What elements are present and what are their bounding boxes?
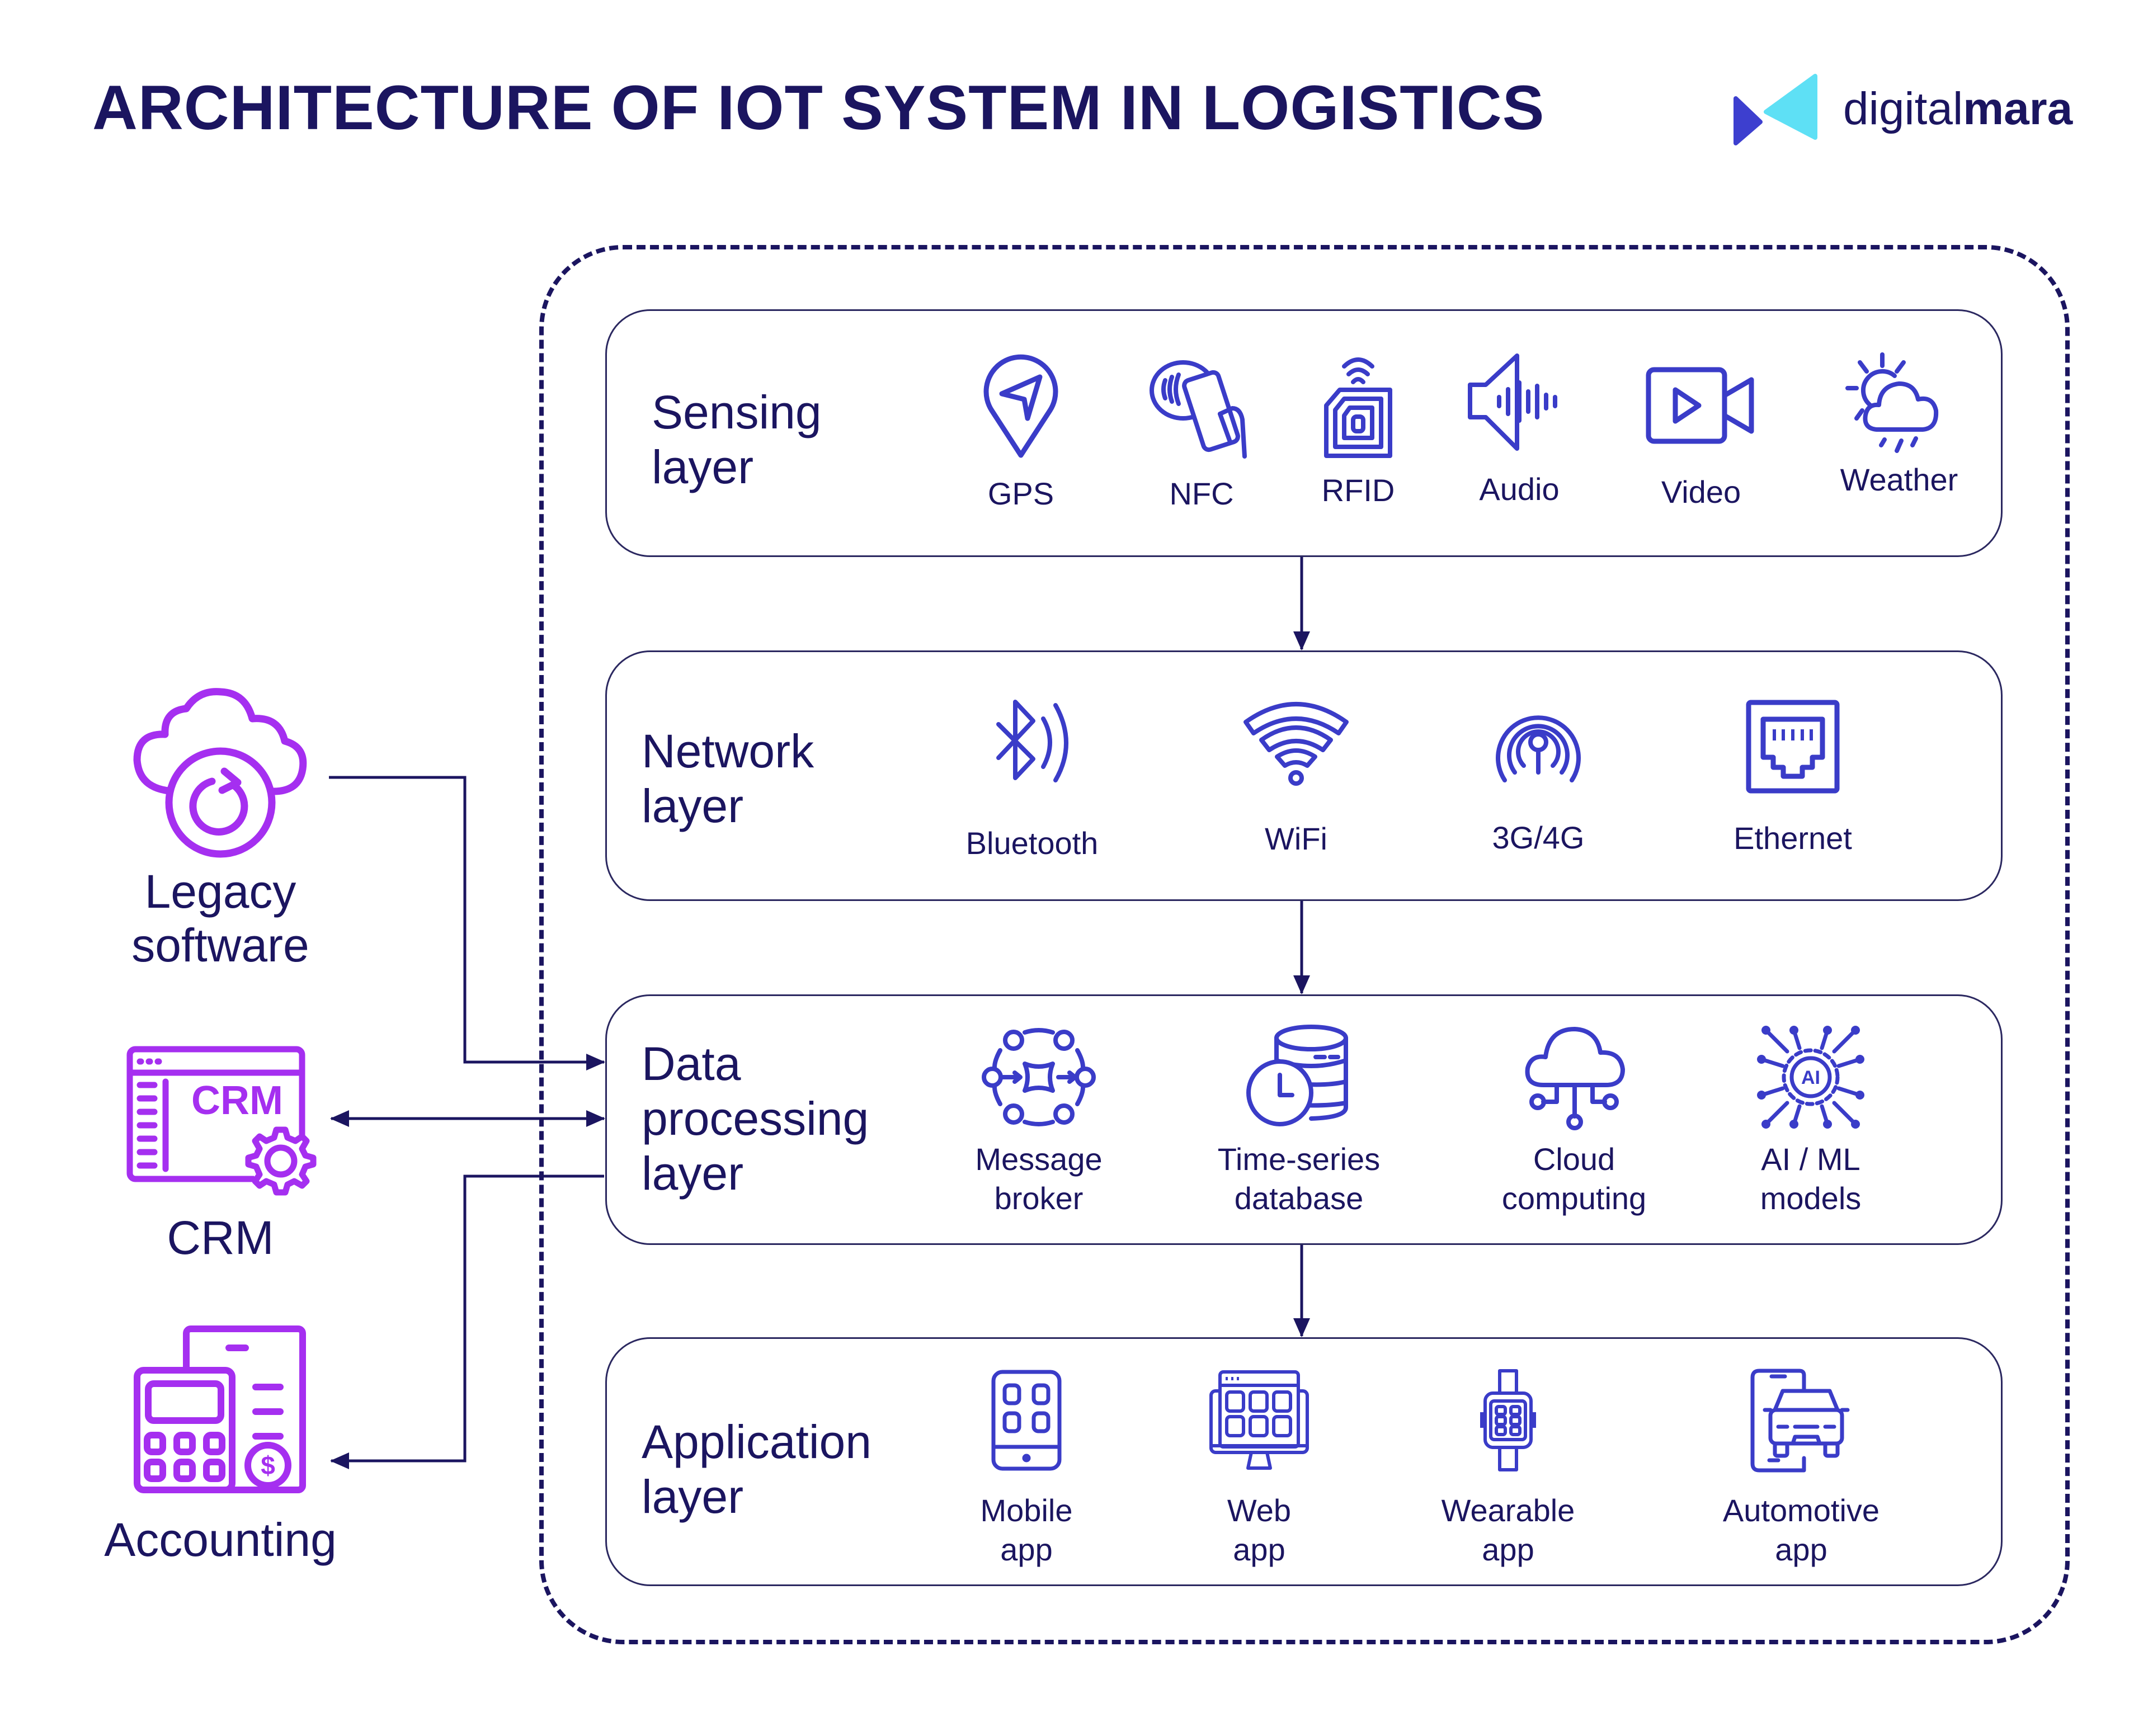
data-item-cloud-computing: Cloud computing [1457, 1023, 1692, 1218]
audio-icon [1468, 353, 1557, 451]
weather-icon [1845, 352, 1939, 453]
layer-label-line: Network [642, 725, 814, 777]
item-label: 3G/4G [1492, 820, 1585, 855]
external-label: software [131, 919, 309, 971]
item-label: Ethernet [1734, 820, 1852, 856]
crm-icon-text: CRM [191, 1078, 283, 1123]
time-series-database-icon [1246, 1025, 1348, 1126]
layer-label-line: layer [652, 441, 754, 493]
item-label: models [1760, 1181, 1862, 1216]
layer-label-line: Sensing [652, 386, 822, 438]
app-item-mobile: Mobile app [909, 1369, 1144, 1569]
automotive-app-icon [1750, 1369, 1850, 1473]
web-app-icon [1209, 1370, 1309, 1470]
ethernet-icon [1746, 700, 1840, 794]
logo-text-light: digital [1843, 83, 1963, 134]
svg-text:$: $ [261, 1451, 275, 1480]
item-label: Message [975, 1141, 1103, 1177]
nfc-icon [1150, 360, 1247, 459]
network-item-ethernet: Ethernet [1675, 699, 1910, 858]
external-label: CRM [167, 1211, 274, 1264]
item-label: computing [1501, 1181, 1647, 1216]
external-accounting: $ Accounting [64, 1325, 377, 1567]
data-item-time-series-database: Time-series database [1181, 1023, 1416, 1218]
item-label: Audio [1479, 471, 1560, 507]
item-label: Time-series [1217, 1141, 1381, 1177]
item-label: Mobile [980, 1493, 1073, 1528]
layer-label: Application layer [642, 1414, 872, 1524]
item-label: WiFi [1265, 821, 1327, 856]
item-label: Web [1227, 1493, 1292, 1528]
network-layer: Network layer [605, 650, 2003, 901]
network-item-wifi: WiFi [1179, 696, 1414, 858]
wifi-icon [1243, 702, 1349, 786]
gps-icon [983, 354, 1058, 458]
logo-wordmark: digitalmara [1843, 83, 2072, 135]
svg-text:AI: AI [1801, 1067, 1820, 1088]
item-label: database [1234, 1181, 1364, 1216]
item-label: Automotive [1722, 1493, 1880, 1528]
item-label: Cloud [1533, 1141, 1615, 1177]
sensing-item-gps: GPS [903, 352, 1138, 513]
layer-label-line: layer [642, 1147, 744, 1200]
item-label: app [1000, 1532, 1053, 1567]
sensing-item-weather: Weather [1782, 351, 2017, 499]
rfid-icon [1324, 357, 1392, 458]
item-label: app [1233, 1532, 1285, 1567]
cloud-computing-icon [1525, 1027, 1625, 1130]
app-item-wearable: Wearable app [1391, 1369, 1626, 1569]
layer-label-line: Application [642, 1416, 872, 1468]
external-label: Legacy [144, 865, 296, 918]
external-crm: CRM CRM [64, 1045, 377, 1265]
external-label: Accounting [104, 1513, 337, 1566]
item-label: AI / ML [1761, 1141, 1860, 1177]
item-label: Bluetooth [965, 825, 1099, 861]
layer-label-line: layer [642, 780, 744, 832]
sensing-item-nfc: NFC [1084, 358, 1319, 513]
crm-icon: CRM [126, 1046, 317, 1196]
sensing-item-video: Video [1584, 366, 1819, 512]
layer-label-line: processing [642, 1092, 869, 1145]
legacy-software-icon [133, 688, 307, 858]
item-label: RFID [1321, 473, 1395, 508]
layer-label-line: layer [642, 1470, 744, 1523]
data-item-message-broker: Message broker [921, 1023, 1156, 1218]
item-label: Weather [1840, 462, 1958, 497]
mobile-app-icon [991, 1370, 1062, 1471]
item-label: Video [1661, 474, 1741, 510]
item-label: NFC [1169, 476, 1234, 511]
wearable-app-icon [1480, 1369, 1536, 1471]
layer-label: Sensing layer [652, 385, 822, 494]
sensing-layer: Sensing layer [605, 309, 2003, 557]
bluetooth-icon [996, 700, 1068, 782]
logo-mark-icon [1734, 74, 1817, 145]
digitalmara-logo: digitalmara [1731, 72, 2078, 150]
data-item-ai-ml: AI AI / ML models [1693, 1023, 1928, 1218]
logo-text-bold: mara [1963, 83, 2073, 134]
app-item-automotive: Automotive app [1684, 1369, 1919, 1569]
network-item-cellular: 3G/4G [1421, 696, 1656, 857]
sensing-item-audio: Audio [1402, 352, 1637, 509]
external-legacy-software: Legacy software [64, 685, 377, 972]
item-label: app [1775, 1532, 1827, 1567]
sensing-item-rfid: RFID [1241, 350, 1476, 510]
item-label: Wearable [1441, 1493, 1575, 1528]
ai-ml-icon: AI [1757, 1026, 1864, 1129]
layer-label-line: Data [642, 1037, 741, 1090]
layer-label: Network layer [642, 724, 814, 833]
video-icon [1646, 367, 1754, 444]
item-label: app [1482, 1532, 1534, 1567]
accounting-icon: $ [134, 1325, 306, 1493]
cellular-icon [1496, 715, 1581, 782]
message-broker-icon [982, 1028, 1096, 1126]
network-item-bluetooth: Bluetooth [915, 696, 1150, 863]
page-title: ARCHITECTURE OF IOT SYSTEM IN LOGISTICS [92, 73, 1545, 143]
app-item-web: Web app [1142, 1369, 1377, 1569]
item-label: broker [994, 1181, 1084, 1216]
layer-label: Data processing layer [642, 1036, 869, 1201]
item-label: GPS [987, 476, 1054, 511]
